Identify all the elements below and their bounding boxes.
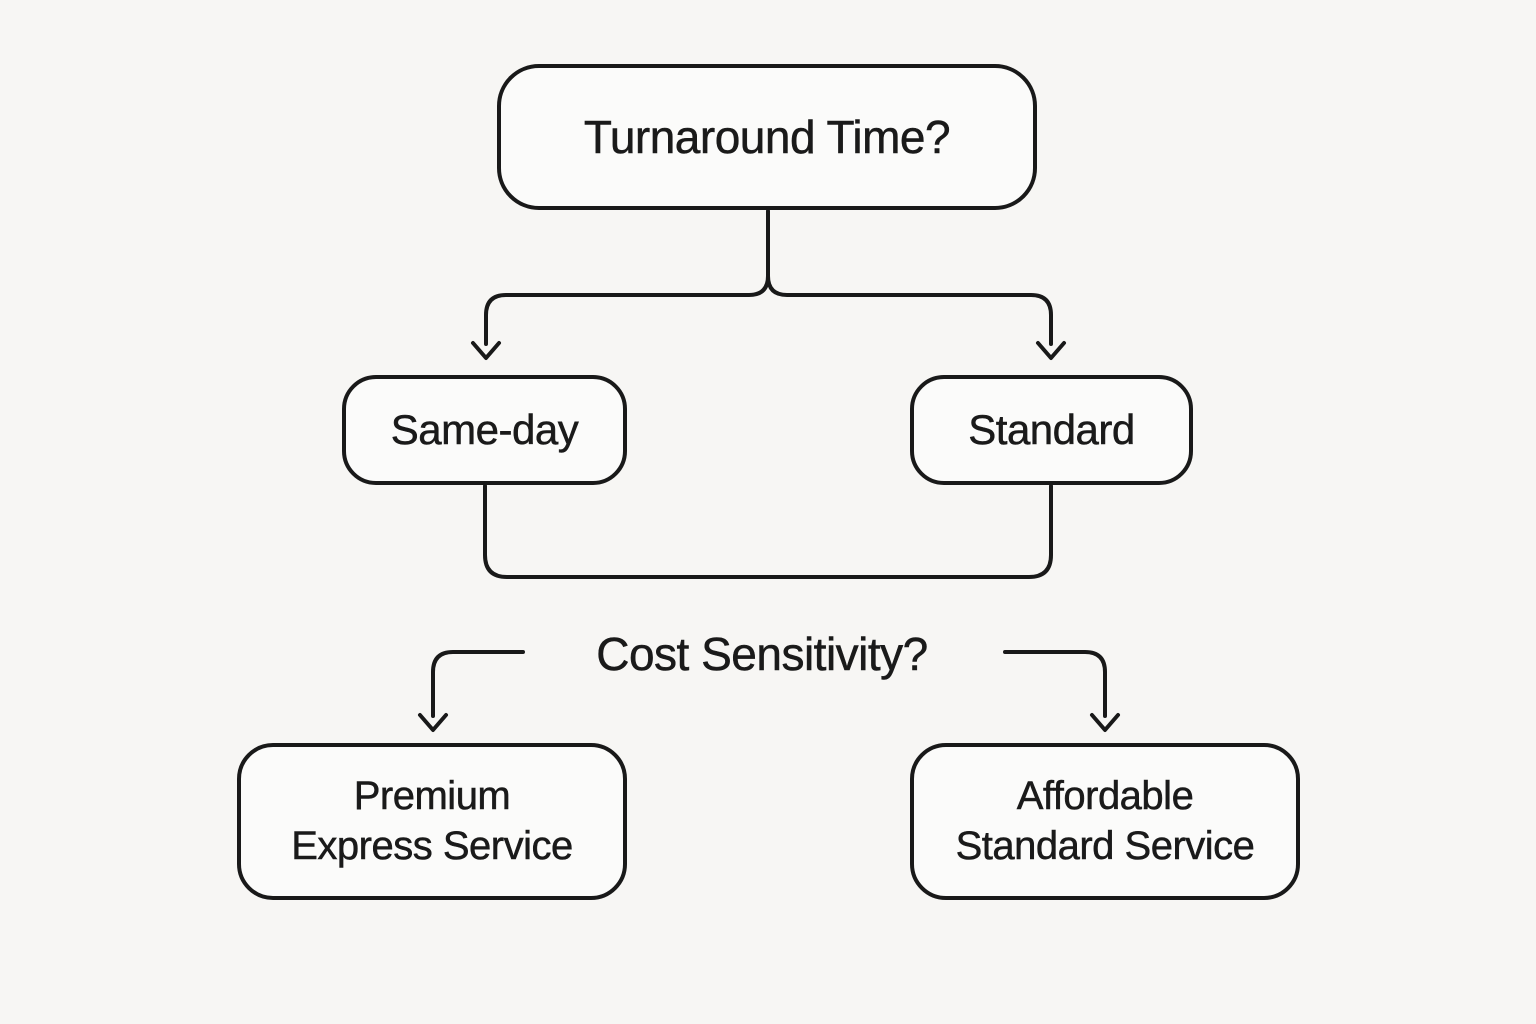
node-turnaround-time-label: Turnaround Time? — [583, 111, 951, 164]
node-premium-line1: Premium — [353, 773, 511, 818]
arrowhead-down-icon — [418, 713, 448, 732]
arrowhead-down-icon — [471, 341, 501, 360]
node-affordable-line2: Standard Service — [955, 823, 1255, 868]
node-turnaround-time: Turnaround Time? — [497, 64, 1037, 210]
node-affordable-standard-service: Affordable Standard Service — [910, 743, 1300, 900]
node-affordable-line1: Affordable — [1016, 773, 1194, 818]
question-cost-sensitivity: Cost Sensitivity? — [596, 627, 929, 681]
connector-question-to-premium — [431, 650, 525, 718]
connector-root-to-same-day — [484, 209, 770, 346]
node-same-day-label: Same-day — [390, 406, 579, 454]
node-standard-label: Standard — [968, 406, 1135, 454]
connector-merge-u — [483, 484, 1053, 579]
node-premium-express-service: Premium Express Service — [237, 743, 627, 900]
connector-root-to-standard — [766, 274, 1053, 346]
question-cost-sensitivity-label: Cost Sensitivity? — [596, 628, 929, 681]
node-same-day: Same-day — [342, 375, 627, 485]
node-standard: Standard — [910, 375, 1193, 485]
node-premium-line2: Express Service — [291, 823, 573, 868]
connector-question-to-affordable — [1003, 650, 1107, 718]
arrowhead-down-icon — [1036, 341, 1066, 360]
arrowhead-down-icon — [1090, 713, 1120, 732]
